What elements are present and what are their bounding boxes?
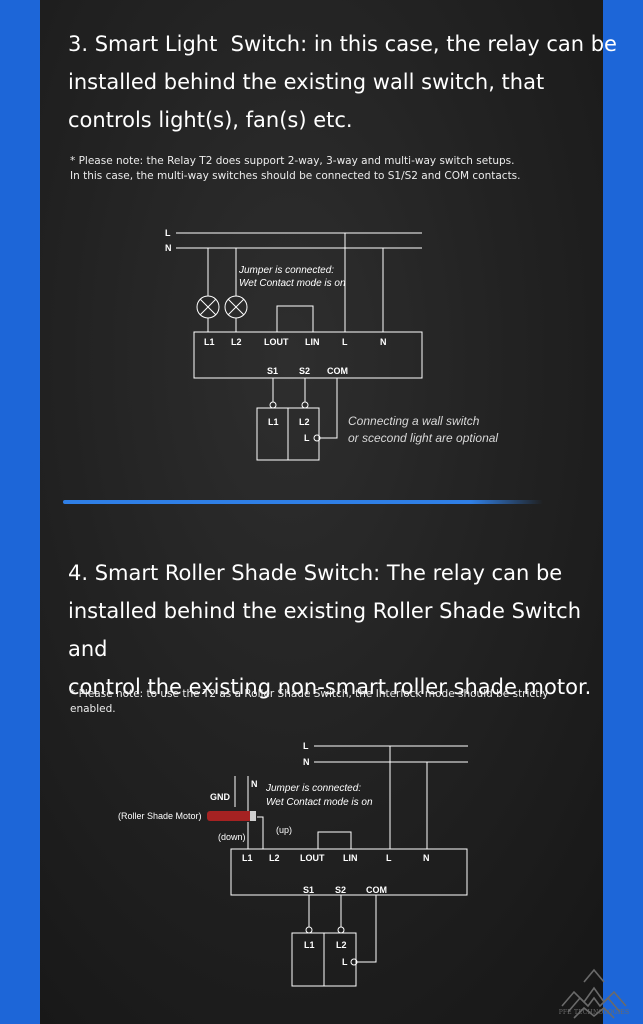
d1-terminal-n: N xyxy=(380,337,387,347)
d2-switch-l1: L1 xyxy=(304,940,315,950)
d2-line-n-label: N xyxy=(303,757,310,767)
d1-terminal-com: COM xyxy=(327,366,348,376)
section4-heading: 4. Smart Roller Shade Switch: The relay … xyxy=(68,554,608,706)
d2-terminal-l: L xyxy=(386,853,392,863)
section3-note-line2: In this case, the multi-way switches sho… xyxy=(70,170,521,182)
section4-heading-line3: control the existing non-smart roller sh… xyxy=(68,675,592,699)
d2-terminal-s2: S2 xyxy=(335,885,346,895)
d1-terminal-l: L xyxy=(342,337,348,347)
d2-terminal-l2: L2 xyxy=(269,853,280,863)
section3-heading-line2: installed behind the existing wall switc… xyxy=(68,70,545,94)
section4-heading-line1: 4. Smart Roller Shade Switch: The relay … xyxy=(68,561,563,585)
d2-up-label: (up) xyxy=(276,825,292,835)
d1-terminal-lout: LOUT xyxy=(264,337,289,347)
d2-terminal-l1: L1 xyxy=(242,853,253,863)
d2-gnd-label: GND xyxy=(210,792,231,802)
mountain-logo-icon xyxy=(561,968,627,1019)
d2-switch-l2: L2 xyxy=(336,940,347,950)
d1-jumper-line2: Wet Contact mode is on xyxy=(239,278,346,289)
d1-switch-l1: L1 xyxy=(268,417,279,427)
d2-terminal-lin: LIN xyxy=(343,853,358,863)
d2-terminal-com: COM xyxy=(366,885,387,895)
section4-note-text: * Please note: to use the T2 as a Roller… xyxy=(70,688,549,715)
d1-terminal-lin: LIN xyxy=(305,337,320,347)
motor-end-cap xyxy=(250,811,256,821)
d1-jumper-line1: Jumper is connected: xyxy=(238,265,334,276)
left-accent-bar xyxy=(0,0,40,1024)
d2-line-l-label: L xyxy=(303,741,309,751)
d2-terminal-s1: S1 xyxy=(303,885,314,895)
d1-optional-line2: or scecond light are optional xyxy=(348,431,498,445)
d1-terminal-s2: S2 xyxy=(299,366,310,376)
d1-line-n-label: N xyxy=(165,243,172,253)
d1-terminal-l1: L1 xyxy=(204,337,215,347)
d2-terminal-lout: LOUT xyxy=(300,853,325,863)
logo-text: PFE TECHNOLOGIES xyxy=(558,1009,630,1016)
d1-switch-l: L xyxy=(304,433,310,443)
d2-jumper-line1: Jumper is connected: xyxy=(265,783,361,794)
d1-optional-line1: Connecting a wall switch xyxy=(348,414,480,428)
d2-terminal-n: N xyxy=(423,853,430,863)
d2-motor-label: (Roller Shade Motor) xyxy=(118,811,202,821)
section4-heading-line2: installed behind the existing Roller Sha… xyxy=(68,599,582,661)
section3-heading-line3: controls light(s), fan(s) etc. xyxy=(68,108,353,132)
d1-terminal-s1: S1 xyxy=(267,366,278,376)
roller-shade-motor-icon xyxy=(207,811,252,821)
d1-line-l-label: L xyxy=(165,228,171,238)
diagram1-wiring xyxy=(176,232,423,461)
diagram2-wiring xyxy=(230,745,468,987)
right-accent-bar xyxy=(603,0,643,1024)
d1-switch-l2: L2 xyxy=(299,417,310,427)
d2-switch-l: L xyxy=(342,957,348,967)
section3-note: * Please note: the Relay T2 does support… xyxy=(70,154,590,184)
section4-note: * Please note: to use the T2 as a Roller… xyxy=(70,687,590,717)
d2-jumper-line2: Wet Contact mode is on xyxy=(266,797,373,808)
d2-down-label: (down) xyxy=(218,832,246,842)
d1-terminal-l2: L2 xyxy=(231,337,242,347)
section-divider xyxy=(63,500,543,504)
section3-note-line1: * Please note: the Relay T2 does support… xyxy=(70,155,515,167)
d2-n-wire-label: N xyxy=(251,779,258,789)
